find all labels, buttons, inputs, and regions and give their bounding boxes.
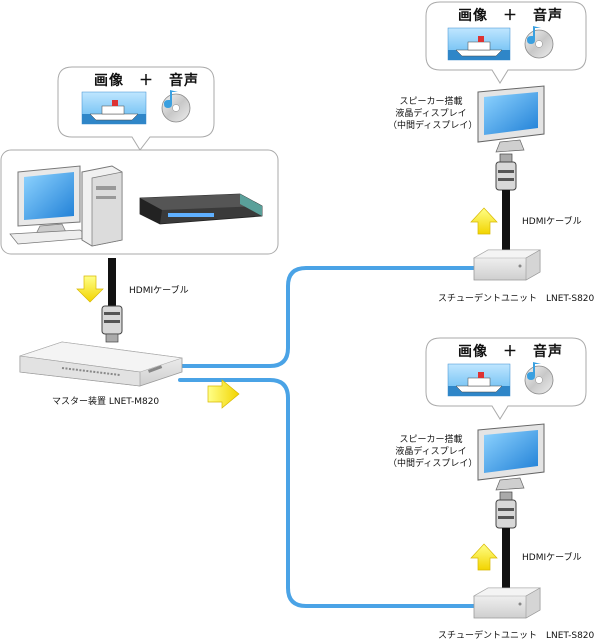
cd-icon [524,362,554,395]
top-bubble [425,1,587,84]
pc-bubble [57,66,215,151]
master-device-label: マスター装置 LNET-M820 [52,397,160,407]
player-icon [139,193,263,225]
cd-icon [161,90,191,123]
arrow-up-icon [470,543,498,571]
student-unit-icon [472,587,542,619]
cable-to-bottom-unit [178,378,476,608]
network-cables [178,266,476,608]
bottom-bubble-title: 画像 ＋ 音声 [458,344,563,360]
cd-icon [524,26,554,59]
arrow-down-icon [76,275,104,303]
ship-image [447,363,511,397]
student-unit-label-bottom: スチューデントユニット LNET-S820 [438,631,594,641]
pc-bubble-title: 画像 ＋ 音声 [94,73,199,89]
display-label-line1: スピーカー搭載 [399,435,463,445]
display-label-line3: （中間ディスプレイ） [388,121,478,131]
hdmi-cable-label-bottom: HDMIケーブル [522,553,582,563]
arrow-up-icon [470,207,498,235]
display-label-line2: 液晶ディスプレイ [395,447,467,457]
pc-tower-icon [81,165,123,247]
display-label-line1: スピーカー搭載 [399,97,463,107]
monitor-icon [477,85,545,153]
ship-image [81,91,147,125]
hdmi-cable-master [101,258,123,343]
hdmi-cable-top [495,153,517,250]
display-label-bottom: スピーカー搭載 液晶ディスプレイ （中間ディスプレイ） [388,434,478,470]
display-label-top: スピーカー搭載 液晶ディスプレイ （中間ディスプレイ） [388,96,478,132]
hdmi-cable-label: HDMIケーブル [129,286,189,296]
display-label-line3: （中間ディスプレイ） [388,459,478,469]
hdmi-cable-label-top: HDMIケーブル [522,217,582,227]
cable-to-top-unit [178,266,476,368]
pc-monitor-icon [9,165,91,245]
monitor-icon [477,423,545,491]
source-box [0,149,279,255]
ship-image [447,27,511,61]
hdmi-cable-bottom [495,491,517,588]
top-bubble-title: 画像 ＋ 音声 [458,8,563,24]
arrow-right-icon [207,379,240,409]
display-label-line2: 液晶ディスプレイ [395,109,467,119]
master-device-icon [19,341,183,387]
bottom-bubble [425,337,587,420]
student-unit-label-top: スチューデントユニット LNET-S820 [438,294,594,304]
student-unit-icon [472,249,542,281]
